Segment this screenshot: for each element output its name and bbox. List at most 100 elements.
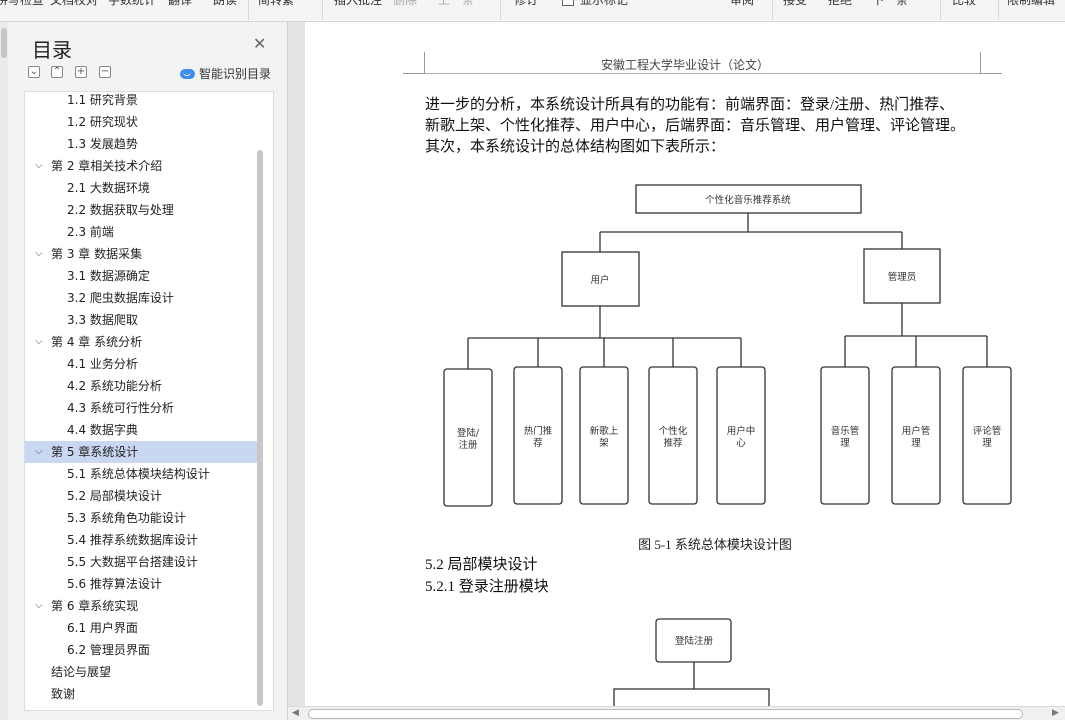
outline-item[interactable]: 2.3 前端 xyxy=(25,221,257,243)
subsection-heading[interactable]: 5.2.1 登录注册模块 xyxy=(425,579,549,595)
outline-item[interactable]: 3.3 数据爬取 xyxy=(25,309,257,331)
diagram-leaf-text: 登陆/ xyxy=(457,427,480,439)
add-heading-icon[interactable]: + xyxy=(75,66,87,78)
diagram-root-label: 个性化音乐推荐系统 xyxy=(705,194,791,206)
document-area: 安徽工程大学毕业设计（论文） 进一步的分析，本系统设计所具有的功能有：前端界面：… xyxy=(288,22,1065,706)
outline-item[interactable]: 6.1 用户界面 xyxy=(25,617,257,639)
toolbar-proofread[interactable]: 文档校对 xyxy=(50,0,99,7)
section-heading[interactable]: 5.2 局部模块设计 xyxy=(425,557,538,573)
outline-item[interactable]: ⌵第 3 章 数据采集 xyxy=(25,243,257,265)
outline-item[interactable]: 3.2 爬虫数据库设计 xyxy=(25,287,257,309)
scroll-left-icon[interactable]: ◀ xyxy=(292,708,299,718)
outline-scrollbar[interactable] xyxy=(257,150,263,706)
outline-item[interactable]: 结论与展望 xyxy=(25,661,257,683)
outline-item-label: 第 5 章系统设计 xyxy=(51,445,139,459)
chevron-down-icon[interactable]: ⌵ xyxy=(35,248,43,259)
outline-item[interactable]: 6.2 管理员界面 xyxy=(25,639,257,661)
diagram-leaf-text: 荐 xyxy=(533,438,543,449)
outline-item-label: 第 2 章相关技术介绍 xyxy=(51,159,163,173)
toolbar-wordcount[interactable]: 字数统计 xyxy=(108,0,157,7)
outline-item[interactable]: 4.3 系统可行性分析 xyxy=(25,397,257,419)
remove-heading-icon[interactable]: − xyxy=(99,66,111,78)
outline-item[interactable]: 2.2 数据获取与处理 xyxy=(25,199,257,221)
toolbar-restrict-editing[interactable]: 限制编辑 xyxy=(1007,0,1056,7)
diagram-admin-label: 管理员 xyxy=(888,271,917,283)
close-icon[interactable]: ✕ xyxy=(253,34,267,53)
module-structure-diagram: 个性化音乐推荐系统 用户 管理员 登陆/ 注册 热门推 荐 新歌上 架 个性化 … xyxy=(443,184,1012,706)
toolbar-delete[interactable]: 删除 xyxy=(393,0,418,7)
outline-item[interactable]: 5.2 局部模块设计 xyxy=(25,485,257,507)
diagram-login-child-box xyxy=(613,688,770,706)
diagram-leaf-text: 注册 xyxy=(458,439,478,451)
outline-item[interactable]: 1.2 研究现状 xyxy=(25,111,257,133)
diagram-leaf-new xyxy=(579,366,629,505)
expand-up-icon[interactable]: ⌃ xyxy=(51,66,63,78)
margin-corner-right xyxy=(980,52,1002,74)
scrollbar-thumb[interactable] xyxy=(308,709,1023,719)
toolbar-translate[interactable]: 翻译 xyxy=(168,0,193,7)
outline-item-label: 1.3 发展趋势 xyxy=(67,137,138,151)
outline-item[interactable]: ⌵ 第 6 章系统实现 xyxy=(25,595,257,617)
outline-item[interactable]: 致谢 xyxy=(25,683,257,705)
toolbar-insert-comment[interactable]: 插入批注 xyxy=(334,0,383,7)
outline-item-label: 5.6 推荐算法设计 xyxy=(67,577,162,591)
collapse-all-icon[interactable]: ⌄ xyxy=(28,66,40,78)
chevron-down-icon[interactable]: ⌵ xyxy=(35,336,43,347)
outline-item[interactable]: 1.1 研究背景 xyxy=(25,92,257,111)
outline-item-label: 1.2 研究现状 xyxy=(67,115,138,129)
outline-item-label: 1.1 研究背景 xyxy=(67,93,138,107)
toolbar-simp-to-trad[interactable]: 简转繁 xyxy=(258,0,295,7)
toolbar-show-markup[interactable]: 显示标记 xyxy=(580,0,629,7)
outline-item[interactable]: 5.3 系统角色功能设计 xyxy=(25,507,257,529)
outline-item[interactable]: ⌵第 4 章 系统分析 xyxy=(25,331,257,353)
outline-item[interactable]: 4.2 系统功能分析 xyxy=(25,375,257,397)
toolbar-compare[interactable]: 比较 xyxy=(952,0,977,7)
toolbar-review[interactable]: 审阅 xyxy=(730,0,755,7)
chevron-down-icon[interactable]: ⌵ xyxy=(35,160,43,171)
scroll-right-icon[interactable]: ▶ xyxy=(1052,708,1059,718)
outline-item-label: 4.4 数据字典 xyxy=(67,423,138,437)
toolbar-prev-comment[interactable]: 上一条 xyxy=(438,0,475,7)
header-rule xyxy=(425,73,980,74)
show-markup-checkbox[interactable] xyxy=(562,0,574,6)
diagram-leaf-text: 音乐管 xyxy=(831,425,860,437)
outline-item[interactable]: 3.1 数据源确定 xyxy=(25,265,257,287)
outline-item-label: 3.2 爬虫数据库设计 xyxy=(67,291,174,305)
outline-item[interactable]: 4.4 数据字典 xyxy=(25,419,257,441)
diagram-login-label: 登陆注册 xyxy=(675,635,714,647)
toolbar-spellcheck[interactable]: 拼写检查 xyxy=(0,0,45,7)
outline-item[interactable]: 4.1 业务分析 xyxy=(25,353,257,375)
smart-toc-button[interactable]: 智能识别目录 xyxy=(180,65,271,82)
outline-item[interactable]: 5.1 系统总体模块结构设计 xyxy=(25,463,257,485)
toolbar-accept[interactable]: 接受 xyxy=(783,0,808,7)
outline-item[interactable]: 5.6 推荐算法设计 xyxy=(25,573,257,595)
horizontal-scrollbar[interactable]: ◀ ▶ xyxy=(288,706,1065,720)
chevron-down-icon[interactable]: ⌵ xyxy=(35,600,43,611)
outline-resize-handle[interactable] xyxy=(0,22,8,720)
diagram-user-label: 用户 xyxy=(590,274,609,286)
outline-item[interactable]: ⌵ 第 2 章相关技术介绍 xyxy=(25,155,257,177)
diagram-leaf-text: 心 xyxy=(736,438,746,449)
body-paragraph[interactable]: 进一步的分析，本系统设计所具有的功能有：前端界面：登录/注册、热门推荐、 新歌上… xyxy=(425,95,995,158)
diagram-leaf-hot xyxy=(513,366,563,505)
chevron-down-icon[interactable]: ⌵ xyxy=(35,446,43,457)
toolbar-next-change[interactable]: 下一条 xyxy=(872,0,909,7)
outline-item[interactable]: 5.5 大数据平台搭建设计 xyxy=(25,551,257,573)
outline-item-label: 第 6 章系统实现 xyxy=(51,599,139,613)
outline-item-label: 5.3 系统角色功能设计 xyxy=(67,511,186,525)
diagram-admin-box xyxy=(863,248,941,304)
diagram-root-box xyxy=(635,184,862,214)
outline-item[interactable]: 1.3 发展趋势 xyxy=(25,133,257,155)
toolbar-read-aloud[interactable]: 朗读 xyxy=(213,0,238,7)
outline-item-label: 6.1 用户界面 xyxy=(67,621,138,635)
toolbar-reject[interactable]: 拒绝 xyxy=(828,0,853,7)
diagram-leaf-personal xyxy=(648,366,698,505)
toolbar-track-changes[interactable]: 修订 xyxy=(514,0,539,7)
outline-item-label: 4.1 业务分析 xyxy=(67,357,138,371)
outline-item[interactable]: 5.4 推荐系统数据库设计 xyxy=(25,529,257,551)
outline-item[interactable]: 2.1 大数据环境 xyxy=(25,177,257,199)
outline-item-label: 4.3 系统可行性分析 xyxy=(67,401,174,415)
diagram-leaf-text: 个性化 xyxy=(659,425,688,437)
outline-item[interactable]: ⌵ 第 5 章系统设计 xyxy=(25,441,257,463)
